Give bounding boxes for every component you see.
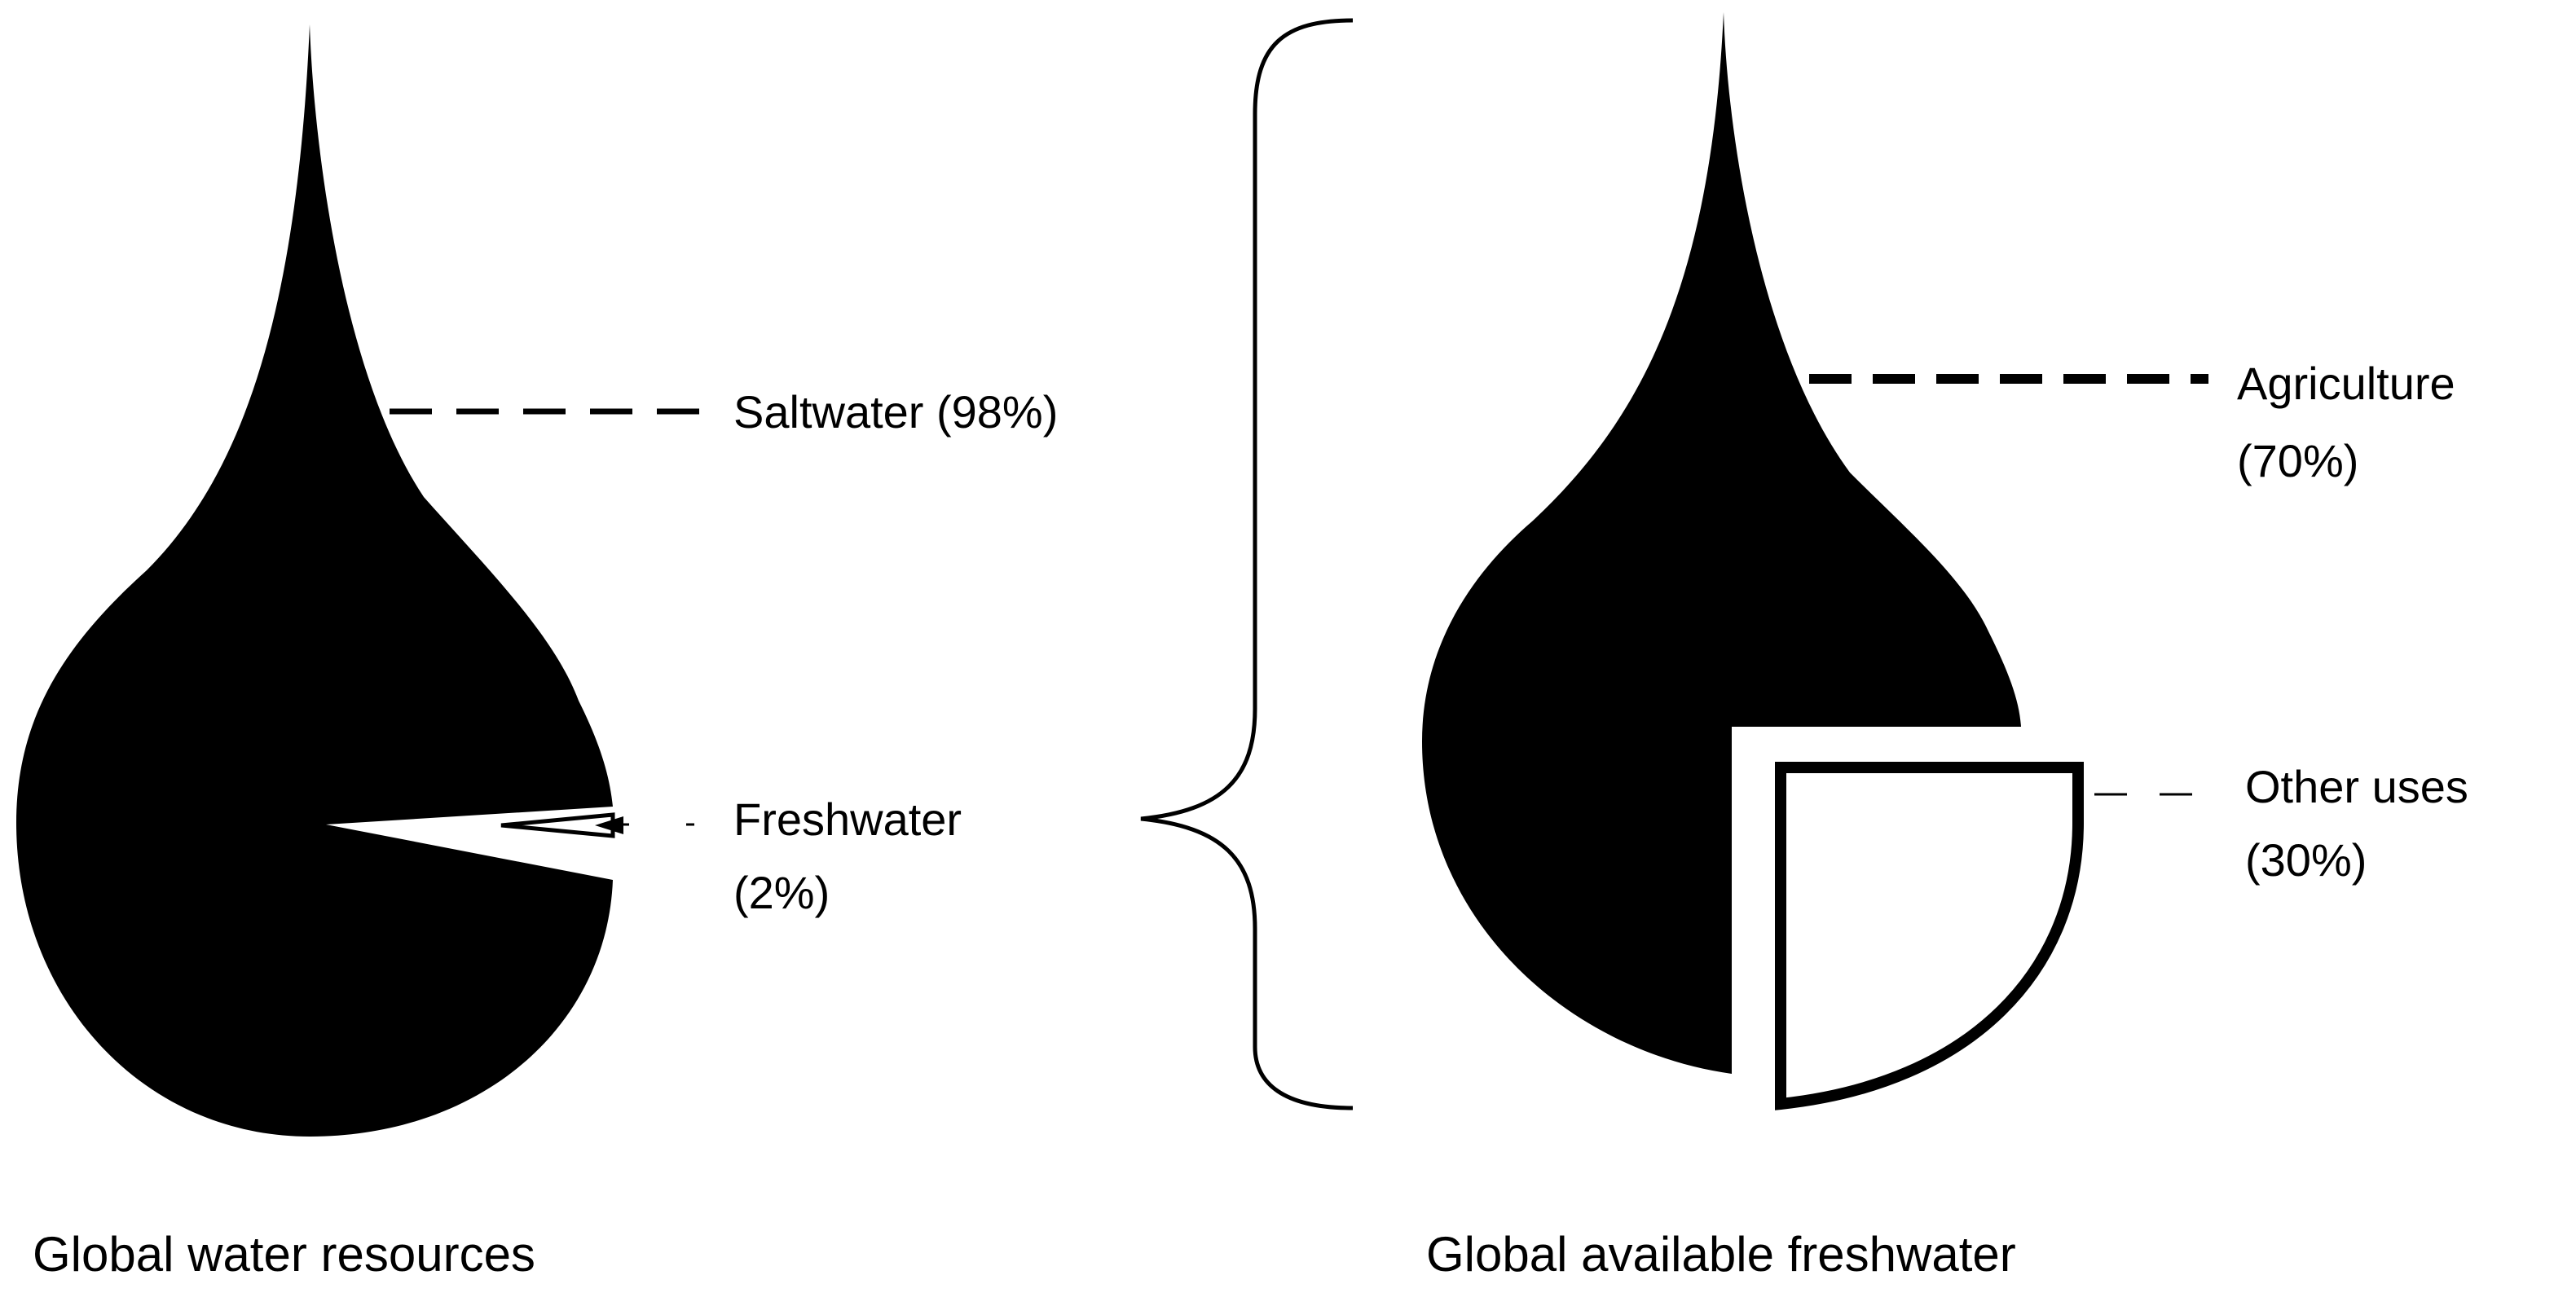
agriculture-label-line1: Agriculture [2237, 358, 2455, 409]
other-uses-label-line1: Other uses [2245, 761, 2468, 812]
left-caption: Global water resources [33, 1227, 535, 1282]
right-drop [1422, 12, 2084, 1110]
freshwater-label-line2: (2%) [733, 867, 830, 918]
agriculture-segment [1422, 12, 2021, 1074]
freshwater-marker [595, 816, 623, 834]
other-uses-label-line2: (30%) [2245, 834, 2367, 886]
left-drop [16, 24, 623, 1137]
other-uses-segment [1775, 762, 2084, 1110]
right-caption: Global available freshwater [1426, 1227, 2016, 1282]
freshwater-label-line1: Freshwater [733, 794, 962, 845]
saltwater-segment [16, 24, 613, 1137]
agriculture-label-line2: (70%) [2237, 435, 2358, 486]
saltwater-label: Saltwater (98%) [733, 386, 1058, 438]
curly-brace [1140, 18, 1354, 1110]
